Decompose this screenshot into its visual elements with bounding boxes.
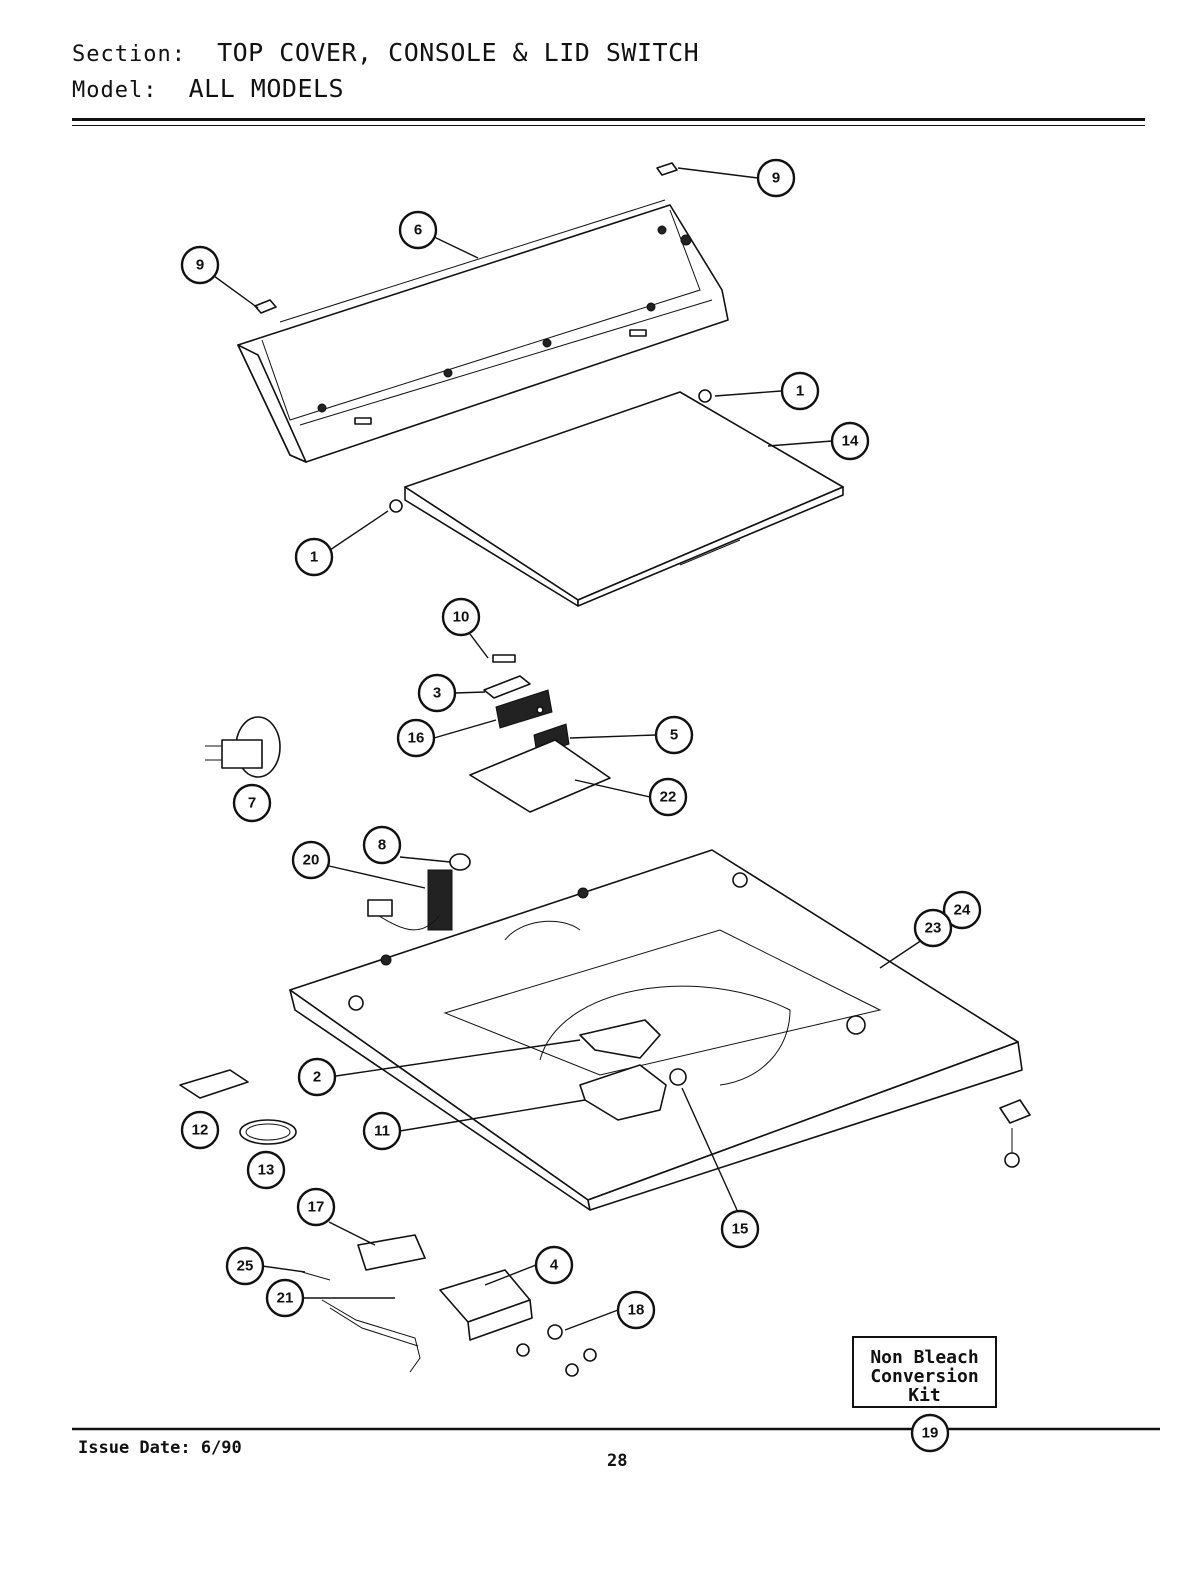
top-cover-drawing (289, 849, 1023, 1211)
svg-text:12: 12 (192, 1122, 209, 1139)
model-key: Model: (72, 78, 158, 103)
svg-text:4: 4 (550, 1257, 559, 1274)
callout-20: 20 (291, 840, 331, 880)
issue-date: Issue Date: 6/90 (78, 1438, 242, 1458)
svg-text:17: 17 (308, 1199, 325, 1216)
callout-1-right: 1 (780, 371, 820, 411)
callout-9-top: 9 (756, 158, 796, 198)
callout-19: 19 (910, 1413, 950, 1453)
page-number: 28 (607, 1451, 628, 1471)
svg-text:18: 18 (628, 1302, 645, 1319)
header-rule-thin (72, 125, 1145, 126)
lid-drawing (389, 389, 844, 607)
callout-6: 6 (398, 210, 438, 250)
header-rule-thick (72, 118, 1145, 121)
section-heading: Section: TOP COVER, CONSOLE & LID SWITCH (72, 38, 699, 67)
callout-24: 24 (942, 890, 982, 930)
svg-text:1: 1 (310, 549, 318, 566)
lid-switch-drawing (469, 654, 611, 813)
svg-text:15: 15 (732, 1221, 749, 1238)
callout-15: 15 (720, 1209, 760, 1249)
actuator-drawing (301, 1234, 597, 1377)
callout-25: 25 (225, 1246, 265, 1286)
svg-text:24: 24 (954, 902, 971, 919)
callout-1-left: 1 (294, 537, 334, 577)
power-cord-drawing (367, 853, 471, 931)
callout-2: 2 (297, 1057, 337, 1097)
svg-text:22: 22 (660, 789, 677, 806)
callout-5: 5 (654, 715, 694, 755)
svg-text:20: 20 (303, 852, 320, 869)
callout-3: 3 (417, 673, 457, 713)
svg-text:13: 13 (258, 1162, 275, 1179)
svg-text:25: 25 (237, 1258, 254, 1275)
svg-text:2: 2 (313, 1069, 321, 1086)
callout-7: 7 (232, 783, 272, 823)
svg-text:21: 21 (277, 1290, 294, 1307)
section-value: TOP COVER, CONSOLE & LID SWITCH (217, 38, 700, 67)
callout-21: 21 (265, 1278, 305, 1318)
callout-18: 18 (616, 1290, 656, 1330)
model-value: ALL MODELS (188, 74, 345, 103)
callout-13: 13 (246, 1150, 286, 1190)
svg-text:8: 8 (378, 837, 386, 854)
callout-4: 4 (534, 1245, 574, 1285)
section-key: Section: (72, 42, 186, 67)
callout-23: 23 (913, 908, 953, 948)
svg-text:10: 10 (453, 609, 470, 626)
svg-text:6: 6 (414, 222, 422, 239)
kit-line-3: Kit (908, 1385, 941, 1406)
clamp-ring-drawing (179, 1069, 297, 1145)
callout-16: 16 (396, 718, 436, 758)
callout-11: 11 (362, 1111, 402, 1151)
callout-9-left: 9 (180, 245, 220, 285)
svg-text:1: 1 (796, 383, 804, 400)
callout-10: 10 (441, 597, 481, 637)
non-bleach-kit-box: Non Bleach Conversion Kit (852, 1336, 997, 1408)
callout-8: 8 (362, 825, 402, 865)
svg-text:7: 7 (248, 795, 256, 812)
leader-lines (213, 167, 923, 1331)
kit-line-2: Conversion (870, 1366, 979, 1387)
svg-text:3: 3 (433, 685, 441, 702)
svg-text:9: 9 (196, 257, 204, 274)
svg-text:5: 5 (670, 727, 678, 744)
plug-drawing (205, 716, 281, 778)
model-heading: Model: ALL MODELS (72, 74, 344, 103)
console-drawing (237, 199, 729, 463)
svg-text:9: 9 (772, 170, 780, 187)
callout-22: 22 (648, 777, 688, 817)
kit-line-1: Non Bleach (870, 1347, 979, 1368)
svg-text:16: 16 (408, 730, 425, 747)
svg-text:19: 19 (922, 1425, 939, 1442)
svg-text:11: 11 (374, 1123, 390, 1140)
callout-17: 17 (296, 1187, 336, 1227)
bracket-screw-drawing (999, 1099, 1031, 1168)
clip-drawings (254, 162, 678, 314)
svg-text:14: 14 (842, 433, 859, 450)
svg-text:23: 23 (925, 920, 942, 937)
callout-12: 12 (180, 1110, 220, 1150)
callout-14: 14 (830, 421, 870, 461)
